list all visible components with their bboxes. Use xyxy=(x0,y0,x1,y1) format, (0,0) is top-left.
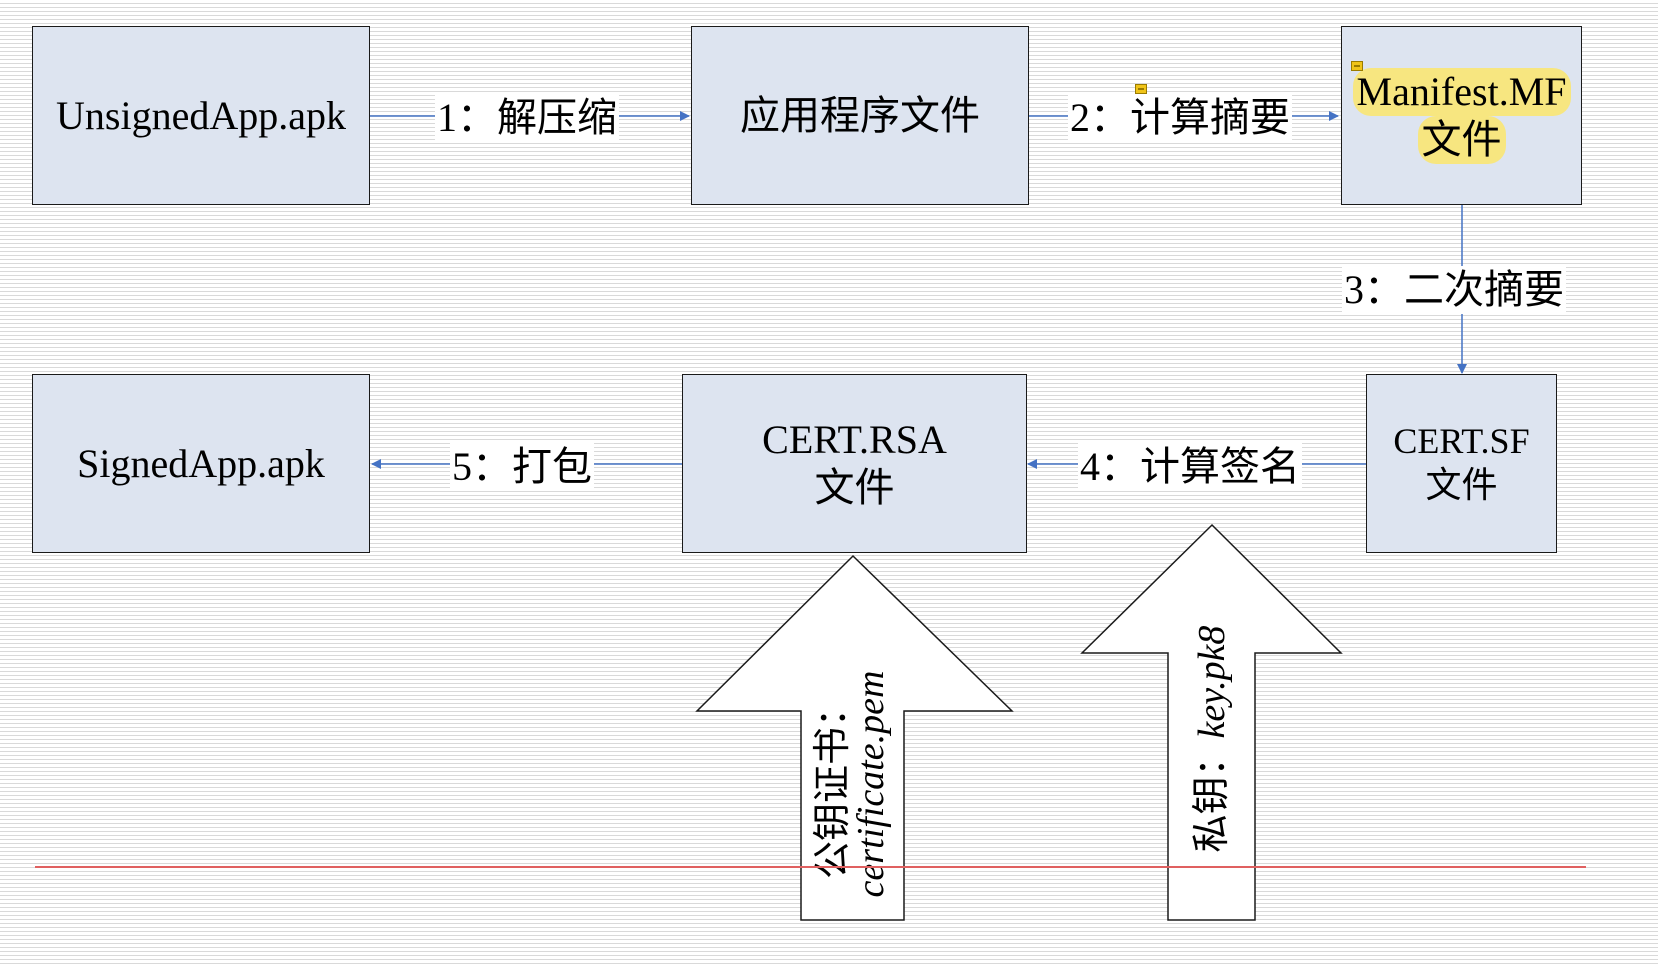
unsigned-apk-box: UnsignedApp.apk xyxy=(32,26,370,205)
comment-note-icon-2[interactable] xyxy=(1135,84,1147,94)
cert-sf-box: CERT.SF 文件 xyxy=(1366,374,1557,553)
certificate-prefix: 公钥证书： xyxy=(812,689,854,880)
cert-rsa-box: CERT.RSA 文件 xyxy=(682,374,1027,553)
step-4-label: 4：计算签名 xyxy=(1078,443,1302,491)
cert-sf-label: CERT.SF xyxy=(1393,421,1530,462)
red-divider-line xyxy=(35,866,1586,868)
certificate-file: certificate.pem xyxy=(850,670,892,898)
manifest-label: Manifest.MF xyxy=(1352,67,1571,116)
app-files-label: 应用程序文件 xyxy=(740,92,980,138)
step-2-text: 2：计算摘要 xyxy=(1070,95,1290,140)
unsigned-apk-label: UnsignedApp.apk xyxy=(56,92,346,138)
manifest-box: Manifest.MF 文件 xyxy=(1341,26,1582,205)
cert-rsa-label: CERT.RSA xyxy=(762,416,947,462)
comment-note-icon[interactable] xyxy=(1351,61,1363,71)
signed-apk-label: SignedApp.apk xyxy=(77,440,325,486)
app-files-box: 应用程序文件 xyxy=(691,26,1029,205)
cert-rsa-sub-label: 文件 xyxy=(814,464,895,510)
certificate-input-arrow xyxy=(695,554,1014,921)
private-key-label: 私钥： key.pk8 xyxy=(1188,617,1236,861)
cert-sf-sub-label: 文件 xyxy=(1425,464,1498,505)
step-3-label: 3：二次摘要 xyxy=(1342,266,1566,314)
private-key-file: key.pk8 xyxy=(1191,625,1233,739)
step-2-label: 2：计算摘要 xyxy=(1068,94,1292,142)
manifest-sub-label: 文件 xyxy=(1417,115,1506,164)
private-key-input-arrow xyxy=(1080,523,1343,921)
certificate-label: 公钥证书： certificate.pem xyxy=(804,639,900,929)
signed-apk-box: SignedApp.apk xyxy=(32,374,370,553)
step-5-label: 5：打包 xyxy=(450,443,594,491)
private-key-prefix: 私钥： xyxy=(1191,738,1233,853)
step-1-label: 1：解压缩 xyxy=(435,94,619,142)
